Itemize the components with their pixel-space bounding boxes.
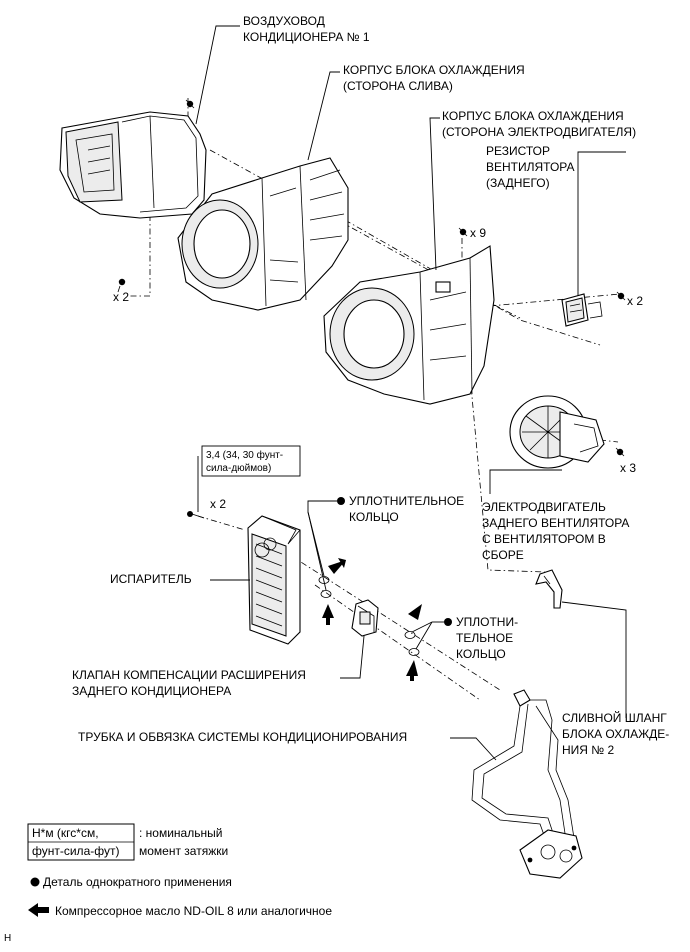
label-line: БЛОКА ОХЛАЖДЕ- <box>562 727 669 741</box>
legend-torque: Н*м (кгс*см, фунт-сила-фут) : номинальны… <box>27 823 228 861</box>
label-line: РЕЗИСТОР <box>486 144 550 158</box>
label-line: НИЯ № 2 <box>562 743 614 757</box>
legend-torque-desc-line: : номинальный <box>139 826 222 840</box>
label-line: СЛИВНОЙ ШЛАНГ <box>562 710 667 725</box>
housing-drain-side-part <box>177 157 349 311</box>
qty-duct-screws: x 2 <box>113 290 129 304</box>
housing-motor-side-part <box>323 245 495 405</box>
blower-resistor-part <box>561 293 603 327</box>
oil-arrow-icon <box>406 604 422 681</box>
label-drain-hose: СЛИВНОЙ ШЛАНГ БЛОКА ОХЛАЖДЕ- НИЯ № 2 <box>562 710 669 757</box>
label-line: (СТОРОНА ЭЛЕКТРОДВИГАТЕЛЯ) <box>442 125 636 139</box>
label-line: КОНДИЦИОНЕРА № 1 <box>243 30 370 44</box>
qty-resistor-screws: x 2 <box>627 294 643 308</box>
label-line: КОЛЬЦО <box>456 647 506 661</box>
torque-line: сила-дюймов) <box>206 463 271 474</box>
label-line: ВОЗДУХОВОД <box>243 14 325 28</box>
label-air-duct: ВОЗДУХОВОД КОНДИЦИОНЕРА № 1 <box>243 14 370 44</box>
label-line: КЛАПАН КОМПЕНСАЦИИ РАСШИРЕНИЯ <box>72 668 306 682</box>
o-ring-part <box>307 511 332 598</box>
label-resistor: РЕЗИСТОР ВЕНТИЛЯТОРА (ЗАДНЕГО) <box>486 144 575 190</box>
qty-blower-screws: x 3 <box>620 461 636 475</box>
label-line: ТЕЛЬНОЕ <box>456 631 513 645</box>
qty-evap-bolts: x 2 <box>210 497 226 511</box>
label-line: УПЛОТНИТЕЛЬНОЕ <box>349 494 464 508</box>
oil-arrow-icon <box>28 903 49 917</box>
label-line: С ВЕНТИЛЯТОРОМ В <box>482 532 606 546</box>
label-line: (СТОРОНА СЛИВА) <box>343 79 453 93</box>
figure-code: H <box>4 933 11 944</box>
legend-torque-box-line: фунт-сила-фут) <box>32 844 119 858</box>
screw-icon <box>616 291 626 301</box>
qty-housing-screws: x 9 <box>470 226 486 240</box>
label-housing-motor: КОРПУС БЛОКА ОХЛАЖДЕНИЯ (СТОРОНА ЭЛЕКТРО… <box>442 109 636 139</box>
label-line: КОЛЬЦО <box>349 510 399 524</box>
bullet-icon <box>30 877 40 887</box>
legend-oil-text: Компрессорное масло ND-OIL 8 или аналоги… <box>55 904 332 918</box>
label-line: ЗАДНЕГО ВЕНТИЛЯТОРА <box>482 516 629 530</box>
label-ac-tube: ТРУБКА И ОБВЯЗКА СИСТЕМЫ КОНДИЦИОНИРОВАН… <box>78 730 407 744</box>
label-line: КОРПУС БЛОКА ОХЛАЖДЕНИЯ <box>442 109 624 123</box>
label-line: КОРПУС БЛОКА ОХЛАЖДЕНИЯ <box>343 63 525 77</box>
label-line: УПЛОТНИ- <box>456 615 518 629</box>
label-line: ЗАДНЕГО КОНДИЦИОНЕРА <box>72 684 231 698</box>
legend-oil: Компрессорное масло ND-OIL 8 или аналоги… <box>28 903 332 918</box>
label-line: СБОРЕ <box>482 548 524 562</box>
label-evaporator: ИСПАРИТЕЛЬ <box>110 572 192 586</box>
label-line: (ЗАДНЕГО) <box>486 176 550 190</box>
expansion-valve-part <box>351 599 379 637</box>
screw-icon <box>458 227 468 237</box>
oil-arrow-icon <box>322 558 346 625</box>
label-blower: ЭЛЕКТРОДВИГАТЕЛЬ ЗАДНЕГО ВЕНТИЛЯТОРА С В… <box>482 500 629 562</box>
evaporator-part <box>247 515 301 645</box>
label-line: ВЕНТИЛЯТОРА <box>486 160 575 174</box>
label-housing-drain: КОРПУС БЛОКА ОХЛАЖДЕНИЯ (СТОРОНА СЛИВА) <box>343 63 525 93</box>
ac-tube-part <box>471 689 583 879</box>
evaporator-bolt <box>187 511 205 519</box>
blower-motor-part <box>509 395 605 469</box>
drain-hose-part <box>535 569 563 609</box>
screw-icon <box>117 99 195 293</box>
legend-non-reusable-text: Деталь однократного применения <box>43 875 232 889</box>
label-o-ring-2: УПЛОТНИ- ТЕЛЬНОЕ КОЛЬЦО <box>432 615 518 661</box>
screw-icon <box>615 447 625 457</box>
torque-spec-box: 3,4 (34, 30 фунт- сила-дюймов) <box>201 445 301 477</box>
air-duct-part <box>59 111 207 219</box>
legend-torque-desc-line: момент затяжки <box>139 844 228 858</box>
label-line: ЭЛЕКТРОДВИГАТЕЛЬ <box>482 500 606 514</box>
label-expansion-valve: КЛАПАН КОМПЕНСАЦИИ РАСШИРЕНИЯ ЗАДНЕГО КО… <box>72 668 306 698</box>
o-ring-part <box>404 621 433 656</box>
legend-torque-box-line: Н*м (кгс*см, <box>32 826 99 840</box>
leader-lines <box>195 25 627 761</box>
legend: Н*м (кгс*см, фунт-сила-фут) : номинальны… <box>27 823 332 918</box>
label-o-ring-1: УПЛОТНИТЕЛЬНОЕ КОЛЬЦО <box>307 494 464 524</box>
legend-non-reusable: Деталь однократного применения <box>30 875 232 889</box>
torque-line: 3,4 (34, 30 фунт- <box>206 449 283 461</box>
